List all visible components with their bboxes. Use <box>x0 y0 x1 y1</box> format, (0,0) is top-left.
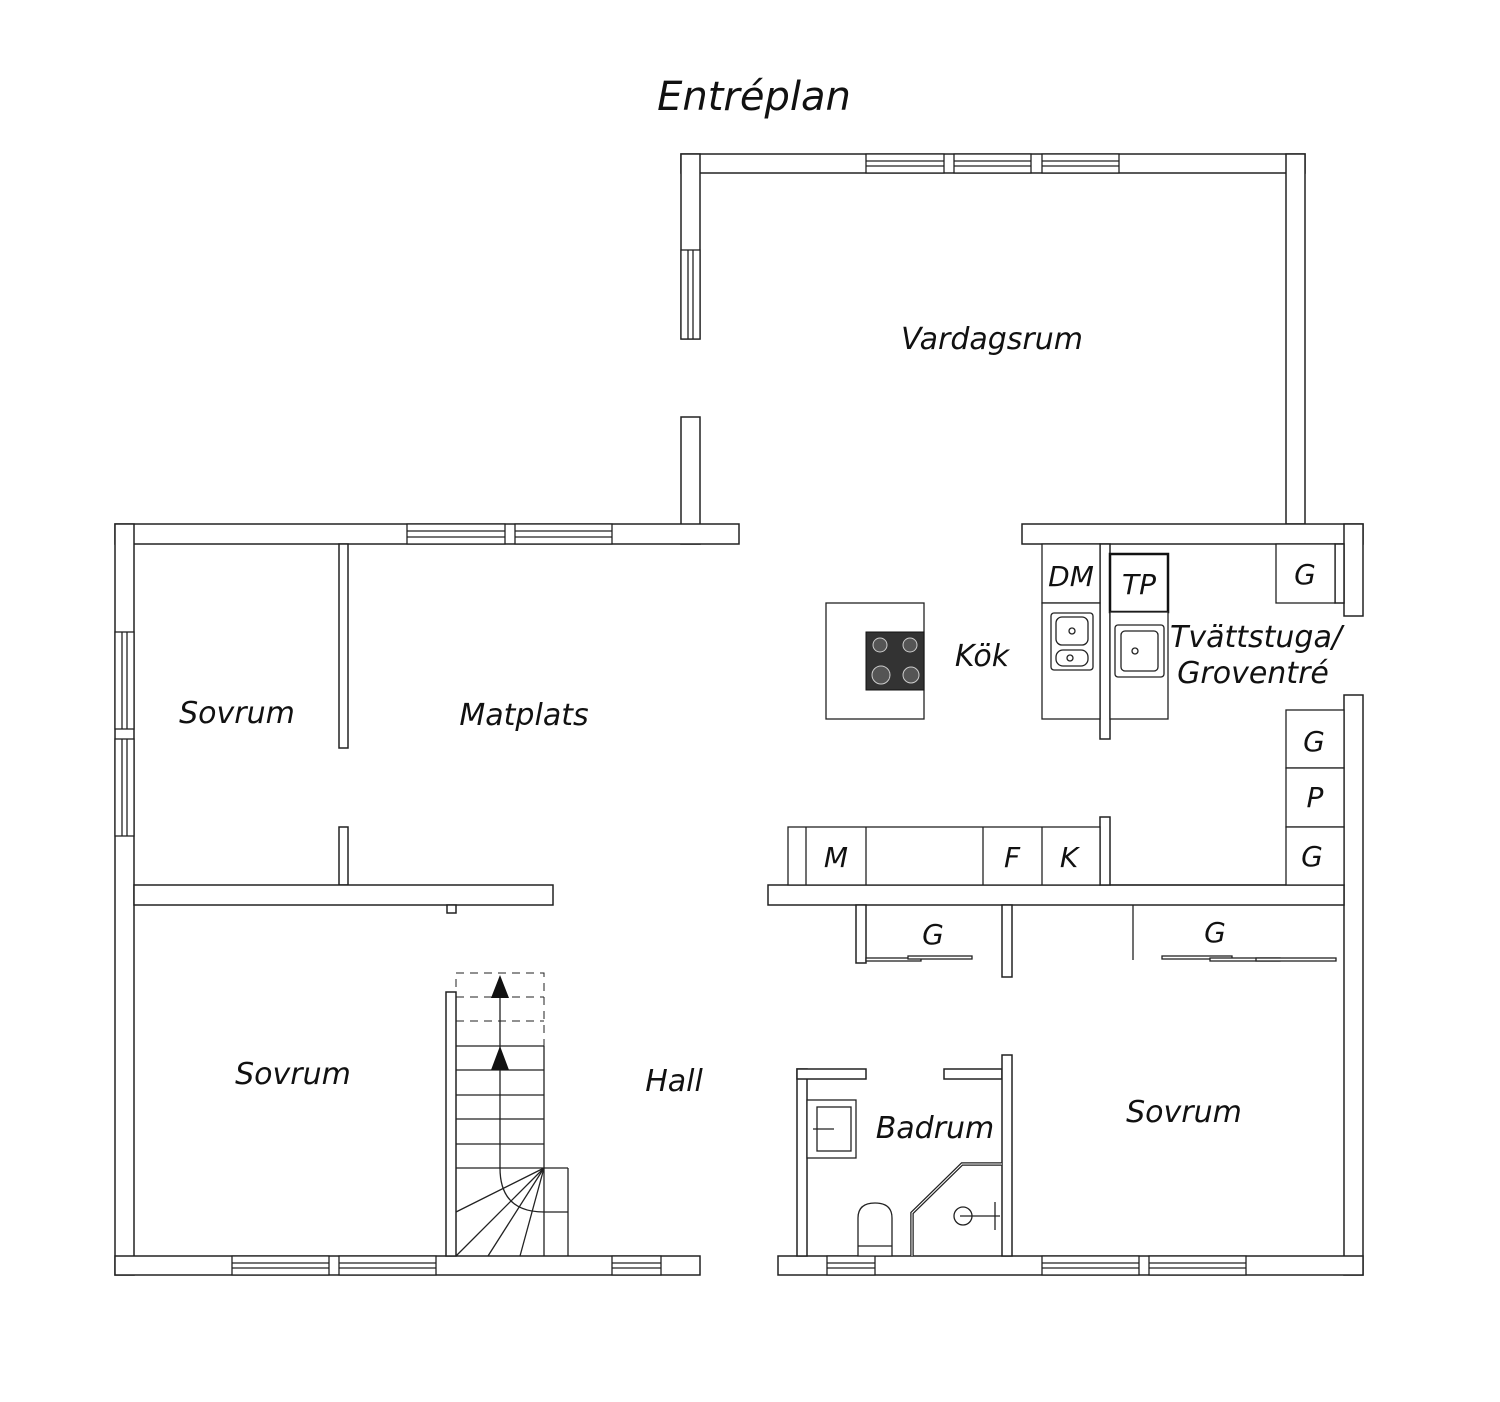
fixture-labels: DM TP G G P G M F K G G <box>824 558 1325 951</box>
toilet-icon <box>857 1202 893 1257</box>
freezer-label: F <box>1004 841 1021 874</box>
tumble-dryer-label: TP <box>1122 568 1156 601</box>
room-vardagsrum: Vardagsrum <box>901 322 1083 357</box>
kitchen-fixtures <box>787 543 1345 886</box>
stair-arrow-icon <box>491 1046 509 1070</box>
wardrobe-label: G <box>1294 558 1316 591</box>
dishwasher-label: DM <box>1048 560 1094 593</box>
closet-label: G <box>922 918 944 951</box>
room-hall: Hall <box>645 1064 703 1099</box>
fridge-label: K <box>1060 841 1081 874</box>
room-sovrum-1: Sovrum <box>179 696 295 731</box>
room-tvattstuga: Tvättstuga/ <box>1170 620 1345 655</box>
room-sovrum-3: Sovrum <box>1126 1095 1242 1130</box>
room-groventre: Groventré <box>1177 656 1329 691</box>
stair-arrow-icon <box>491 975 509 998</box>
closet-label: G <box>1204 916 1226 949</box>
room-kok: Kök <box>955 639 1011 674</box>
windows <box>114 153 1247 1276</box>
room-labels: Vardagsrum Sovrum Matplats Kök Tvättstug… <box>179 322 1345 1146</box>
pantry-label: P <box>1307 781 1324 814</box>
wardrobe-label: G <box>1303 725 1325 758</box>
bathroom-fixtures <box>806 1099 1002 1257</box>
room-badrum: Badrum <box>876 1111 995 1146</box>
room-sovrum-2: Sovrum <box>235 1057 351 1092</box>
wardrobe-label: G <box>1301 840 1323 873</box>
staircase <box>455 972 569 1257</box>
room-matplats: Matplats <box>459 698 588 733</box>
plan-title: Entréplan <box>657 74 851 120</box>
closet-doors <box>865 955 1337 962</box>
microwave-label: M <box>824 841 848 874</box>
